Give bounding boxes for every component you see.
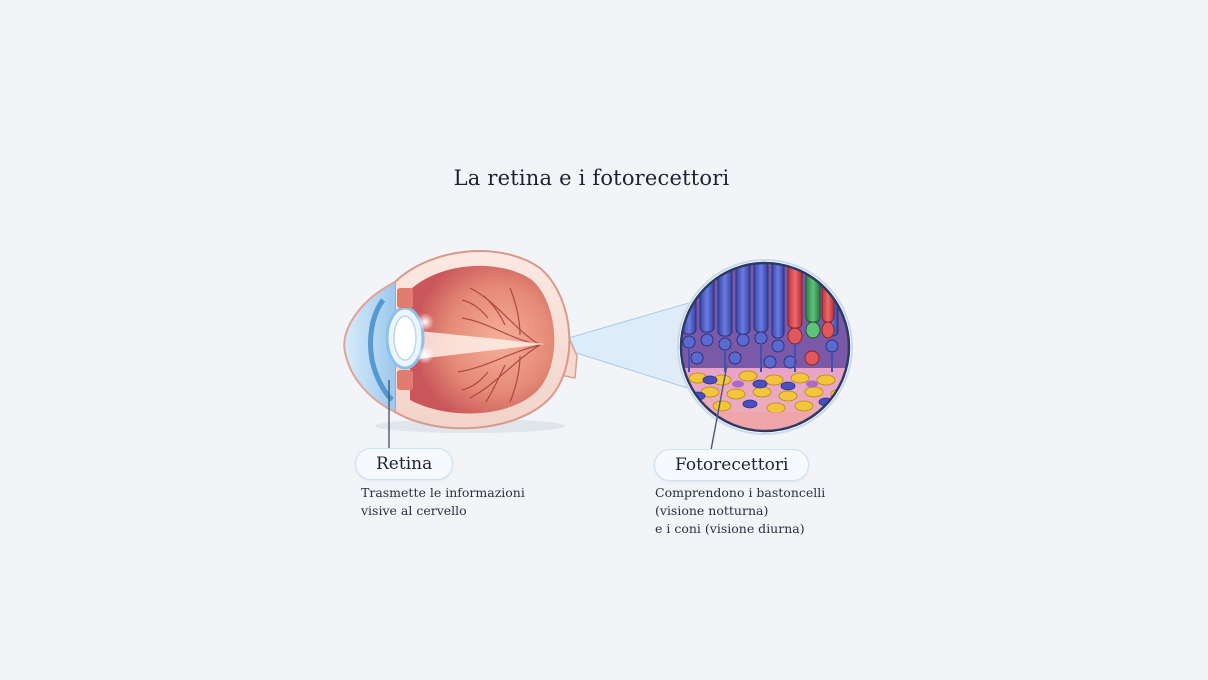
photoreceptors-description-line: e i coni (visione diurna) bbox=[655, 521, 805, 536]
magnified-retina-view bbox=[677, 259, 853, 435]
retina-description-line: Trasmette le informazioni bbox=[361, 485, 525, 500]
photoreceptors-description-line: Comprendono i bastoncelli bbox=[655, 485, 826, 500]
light-glow bbox=[416, 313, 434, 331]
photoreceptor-callout-line bbox=[710, 364, 728, 451]
ciliary-body-bottom bbox=[397, 370, 413, 390]
photoreceptors-description: Comprendono i bastoncelli (visione nottu… bbox=[655, 484, 825, 538]
bipolar-cell-layer bbox=[688, 370, 849, 414]
ciliary-body-top bbox=[397, 288, 413, 308]
retina-description-line: visive al cervello bbox=[361, 503, 467, 518]
retina-label: Retina bbox=[355, 448, 454, 480]
retina-description: Trasmette le informazioni visive al cerv… bbox=[361, 484, 525, 520]
iris bbox=[368, 298, 394, 402]
photoreceptors-description-line: (visione notturna) bbox=[655, 503, 769, 518]
light-ray bbox=[410, 330, 545, 360]
light-glow bbox=[416, 346, 434, 364]
photoreceptors-label: Fotorecettori bbox=[654, 449, 810, 481]
diagram-title: La retina e i fotorecettori bbox=[453, 166, 730, 190]
lens-inner bbox=[393, 315, 417, 361]
